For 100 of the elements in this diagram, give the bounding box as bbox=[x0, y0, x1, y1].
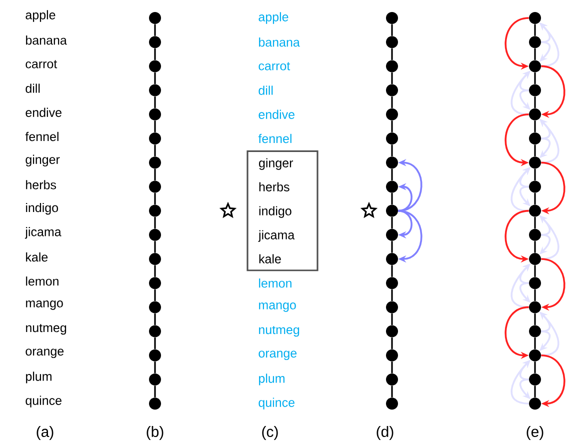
dot bbox=[149, 156, 161, 169]
dot bbox=[529, 84, 541, 96]
word: herbs bbox=[26, 180, 56, 190]
chain-line bbox=[534, 217, 536, 229]
dot bbox=[386, 398, 398, 410]
dot bbox=[529, 325, 541, 338]
chain-line bbox=[391, 313, 393, 326]
dot bbox=[149, 36, 161, 48]
chain-line bbox=[534, 386, 536, 398]
chain-line bbox=[391, 338, 393, 350]
chain-line bbox=[154, 362, 156, 374]
chain-line bbox=[154, 265, 156, 277]
dot bbox=[149, 12, 161, 24]
dot bbox=[386, 132, 398, 144]
chain-line bbox=[534, 72, 536, 84]
panel-label: (e) bbox=[526, 426, 544, 440]
chain-line bbox=[391, 192, 393, 205]
word: carrot bbox=[258, 62, 290, 70]
dot bbox=[529, 398, 541, 410]
chain-line bbox=[534, 362, 536, 374]
word: orange bbox=[258, 350, 297, 360]
word: mango bbox=[259, 302, 296, 312]
dot bbox=[386, 180, 398, 193]
dot bbox=[149, 132, 161, 144]
dot bbox=[149, 60, 161, 72]
chain-line bbox=[154, 72, 156, 84]
dot bbox=[149, 277, 161, 290]
word: indigo bbox=[26, 202, 58, 215]
chain-line bbox=[154, 168, 156, 180]
dot bbox=[386, 325, 398, 338]
chain-line bbox=[154, 144, 156, 156]
chain-line bbox=[534, 289, 536, 301]
dot bbox=[529, 36, 541, 48]
chain-line bbox=[391, 289, 393, 301]
dot bbox=[529, 374, 541, 386]
panel-label: (b) bbox=[146, 426, 164, 440]
chain-line bbox=[391, 24, 393, 36]
dot bbox=[149, 204, 161, 217]
dot bbox=[529, 301, 541, 314]
dot bbox=[529, 228, 541, 241]
dot bbox=[386, 301, 398, 314]
dot bbox=[149, 180, 161, 193]
dot bbox=[386, 374, 398, 386]
curved-arrow bbox=[541, 65, 566, 118]
word: nutmeg bbox=[259, 326, 300, 337]
chain-line bbox=[154, 313, 156, 326]
word: carrot bbox=[26, 60, 58, 68]
chain-line bbox=[391, 48, 393, 60]
chain-line bbox=[391, 265, 393, 277]
dot bbox=[149, 398, 161, 410]
word: endive bbox=[26, 108, 62, 117]
panel-label: (c) bbox=[262, 426, 278, 440]
panel-label: (a) bbox=[36, 426, 54, 440]
dot bbox=[529, 12, 541, 24]
word: endive bbox=[258, 110, 294, 119]
word: dill bbox=[258, 86, 273, 95]
chain-line bbox=[534, 265, 536, 277]
chain-line bbox=[534, 168, 536, 180]
dot bbox=[386, 60, 398, 72]
curved-arrow bbox=[541, 354, 566, 408]
chain-line bbox=[391, 72, 393, 84]
dot bbox=[386, 277, 398, 290]
word: kale bbox=[26, 252, 48, 262]
chain-line bbox=[154, 241, 156, 253]
chain-line bbox=[391, 96, 393, 108]
dot bbox=[386, 12, 398, 24]
chain-line bbox=[391, 144, 393, 156]
dot bbox=[386, 253, 398, 265]
dot bbox=[149, 325, 161, 338]
word: lemon bbox=[26, 276, 58, 286]
dot bbox=[149, 84, 161, 96]
word: mango bbox=[26, 300, 63, 310]
chain-line bbox=[391, 217, 393, 229]
chain-line bbox=[154, 24, 156, 36]
dot bbox=[529, 180, 541, 193]
chain-line bbox=[534, 120, 536, 132]
chain-line bbox=[534, 192, 536, 205]
chain-line bbox=[391, 362, 393, 374]
dot bbox=[386, 84, 398, 96]
word: fennel bbox=[25, 132, 58, 142]
dot bbox=[386, 204, 398, 217]
word: plum bbox=[26, 372, 52, 384]
dot bbox=[529, 132, 541, 144]
word: ginger bbox=[26, 154, 60, 166]
chain-line bbox=[534, 24, 536, 36]
dot bbox=[149, 253, 161, 265]
chain-line bbox=[534, 313, 536, 326]
chain-line bbox=[391, 120, 393, 132]
chain-line bbox=[154, 338, 156, 350]
chain-line bbox=[391, 241, 393, 253]
dot bbox=[529, 349, 541, 362]
dot bbox=[149, 374, 161, 386]
chain-line bbox=[154, 386, 156, 398]
dot bbox=[529, 253, 541, 265]
panel-label: (d) bbox=[376, 426, 394, 440]
word: quince bbox=[258, 398, 294, 410]
word: plum bbox=[259, 374, 284, 386]
dot bbox=[529, 60, 541, 72]
dot bbox=[149, 301, 161, 314]
dot bbox=[529, 204, 541, 217]
